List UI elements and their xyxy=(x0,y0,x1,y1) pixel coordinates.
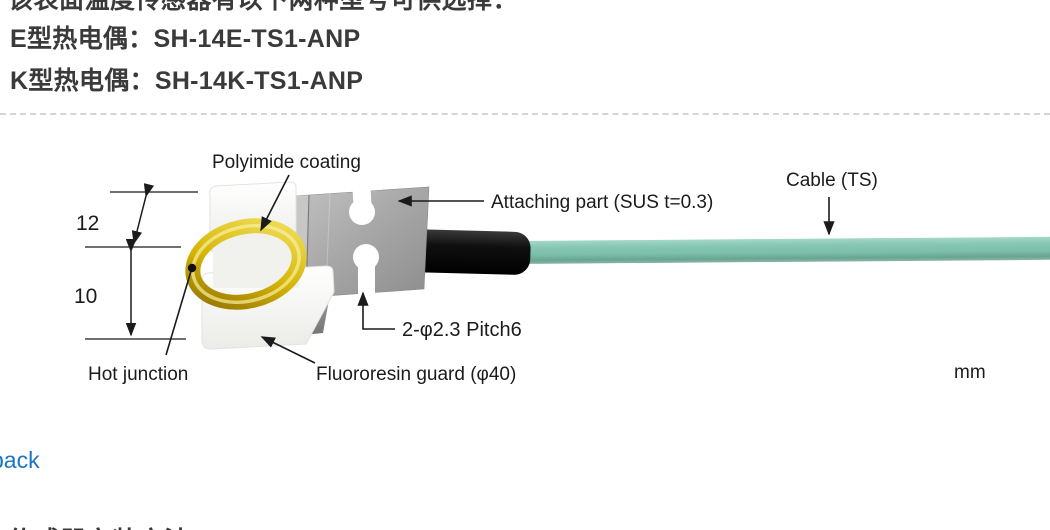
label-fluororesin-guard: Fluororesin guard (φ40) xyxy=(316,364,516,385)
hot-junction-leader xyxy=(165,270,192,356)
sleeve-photo xyxy=(406,229,531,275)
back-link[interactable]: back xyxy=(0,447,40,473)
plate-top-slot xyxy=(349,182,375,225)
label-polyimide-coating: Polyimide coating xyxy=(212,152,361,173)
hot-junction-dot xyxy=(187,263,197,273)
polyimide-leader xyxy=(260,174,290,232)
leader-lines xyxy=(165,174,835,364)
dim-arrow-12 xyxy=(131,183,155,245)
label-hot-junction: Hot junction xyxy=(88,364,188,385)
label-attaching-part: Attaching part (SUS t=0.3) xyxy=(491,192,713,213)
label-cable: Cable (TS) xyxy=(786,170,878,191)
clipped-bottom-heading: 传感器安装方法 xyxy=(8,521,190,530)
pitch-leader-elbow xyxy=(357,291,395,330)
model-line-k: K型热电偶：SH-14K-TS1-ANP xyxy=(10,67,364,95)
dim-value-12: 12 xyxy=(76,212,99,235)
cable-photo xyxy=(515,236,1050,264)
dimension-lines xyxy=(85,183,198,340)
model-line-e: E型热电偶：SH-14E-TS1-ANP xyxy=(10,25,361,53)
dashed-separator xyxy=(0,113,1050,115)
dim-value-10: 10 xyxy=(74,285,97,308)
label-unit-mm: mm xyxy=(954,362,986,383)
fluororesin-leader xyxy=(260,336,316,364)
label-pitch: 2-φ2.3 Pitch6 xyxy=(402,319,522,341)
plate-bottom-slot xyxy=(353,244,379,295)
clipped-top-text: 该表面温度传感器有以下两种型号可供选择： xyxy=(8,0,519,14)
